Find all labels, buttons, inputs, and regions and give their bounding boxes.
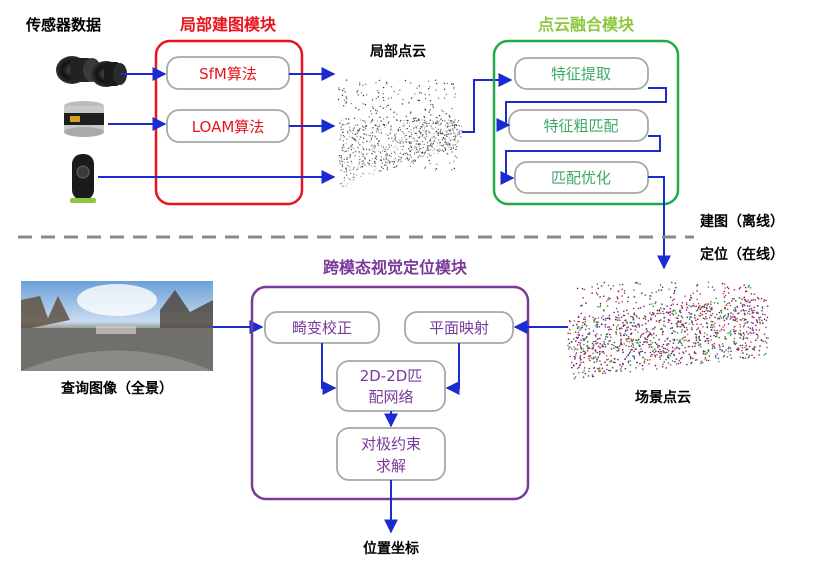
360-camera-icon [70, 154, 96, 203]
offline-label: 建图（离线） [700, 213, 784, 230]
plane-projection-label: 平面映射 [429, 319, 489, 337]
online-label: 定位（在线） [700, 246, 784, 263]
arrow-fusion-to-scene [648, 176, 671, 270]
loam-node-label: LOAM算法 [192, 118, 265, 136]
lidar-sensor-icon [64, 101, 104, 137]
camera-lens-icon [56, 56, 127, 87]
query-image-label: 查询图像（全景） [61, 380, 173, 397]
matching-network-label-line2: 配网络 [368, 388, 413, 406]
arrow-projection-to-matching [445, 343, 460, 395]
point-cloud-image [337, 79, 463, 187]
distortion-correction-label: 畸变校正 [292, 319, 352, 337]
arrow-coarse-to-optimization [500, 135, 661, 185]
fusion-title: 点云融合模块 [538, 15, 635, 34]
local-mapping-title: 局部建图模块 [180, 15, 277, 34]
position-output-label: 位置坐标 [363, 540, 419, 557]
arrow-pointcloud-to-fusion [462, 73, 513, 133]
match-optimization-label: 匹配优化 [551, 169, 611, 187]
epipolar-solve-label-line2: 求解 [376, 457, 406, 475]
feature-extraction-node [514, 57, 649, 90]
arrow-undistort-to-matching [321, 343, 337, 395]
panorama-image [21, 281, 213, 371]
matching-network-label-line1: 2D-2D匹 [360, 367, 423, 385]
epipolar-solve-label-line1: 对极约束 [361, 435, 421, 453]
feature-extraction-label: 特征提取 [551, 65, 611, 83]
fusion-module [492, 39, 680, 206]
sfm-node-label: SfM算法 [199, 65, 257, 83]
coarse-matching-label: 特征粗匹配 [543, 117, 618, 135]
scene-point-cloud-label: 场景点云 [635, 389, 691, 406]
local-point-cloud-label: 局部点云 [370, 43, 426, 60]
cross-modal-title: 跨模态视觉定位模块 [323, 258, 468, 277]
scene-point-cloud-image [567, 281, 769, 380]
arrow-extraction-to-coarse [496, 87, 667, 132]
sensor-data-label: 传感器数据 [25, 16, 101, 34]
